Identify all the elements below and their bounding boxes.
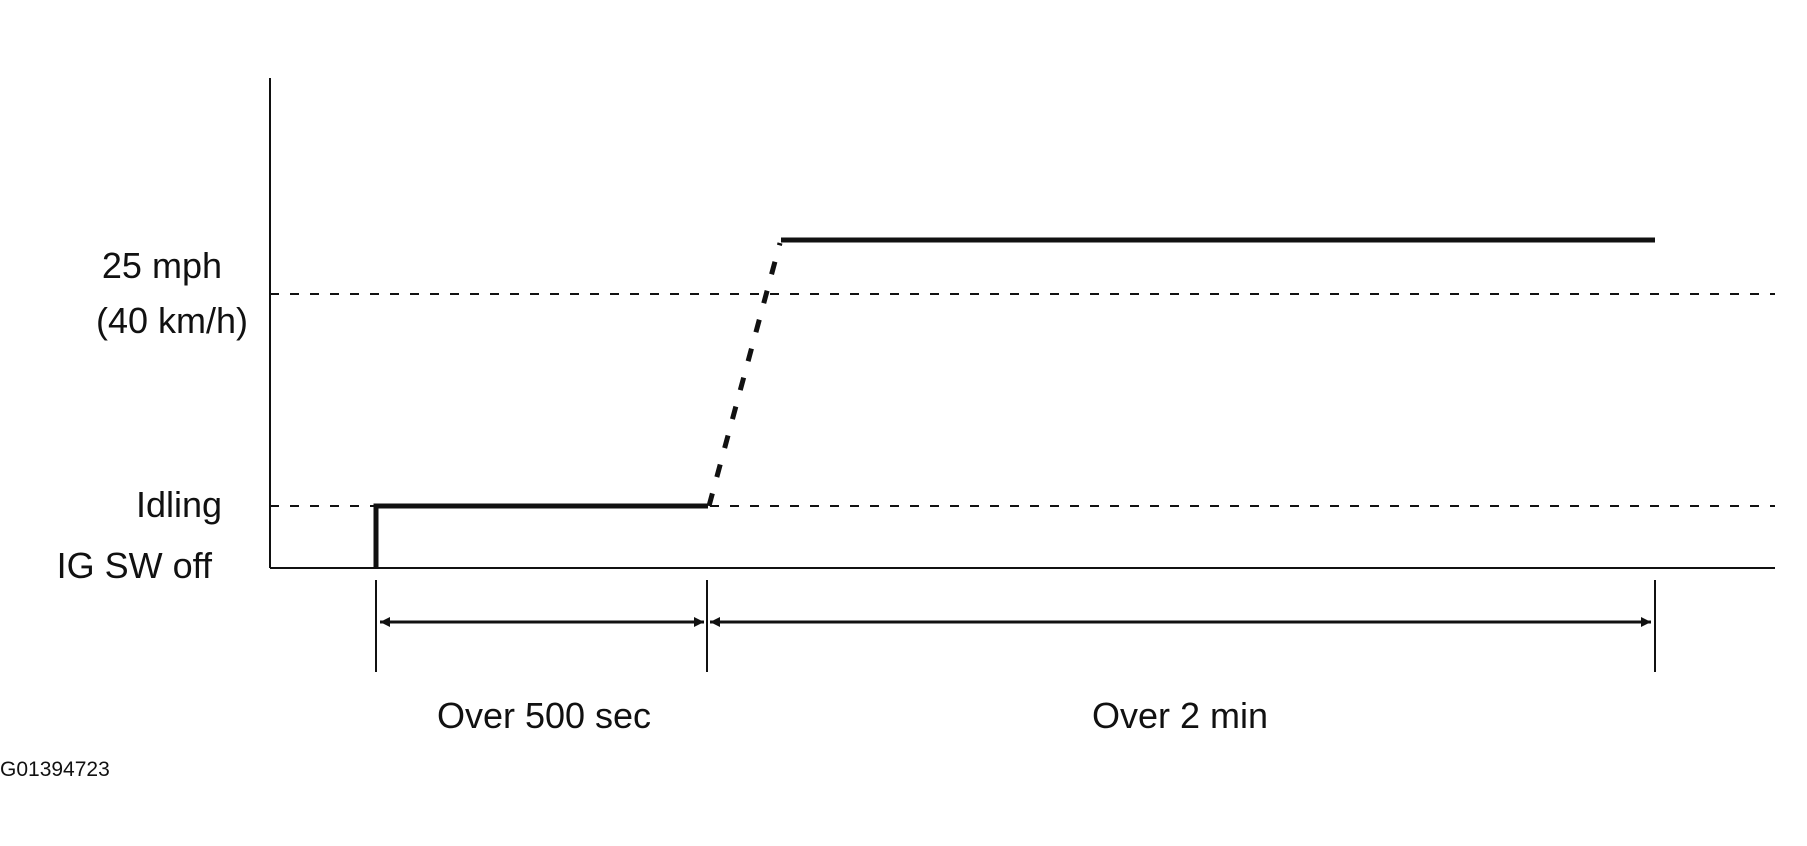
idle-level-label: Idling xyxy=(136,484,222,525)
figure-code: G01394723 xyxy=(0,758,110,781)
idle-trace xyxy=(373,503,708,568)
idle-duration-label: Over 500 sec xyxy=(437,695,651,736)
drive-duration-label: Over 2 min xyxy=(1092,695,1268,736)
ig-off-level-label: IG SW off xyxy=(57,545,213,586)
acceleration-trace xyxy=(706,242,783,507)
speed-level-label: 25 mph (40 km/h) xyxy=(96,245,248,341)
